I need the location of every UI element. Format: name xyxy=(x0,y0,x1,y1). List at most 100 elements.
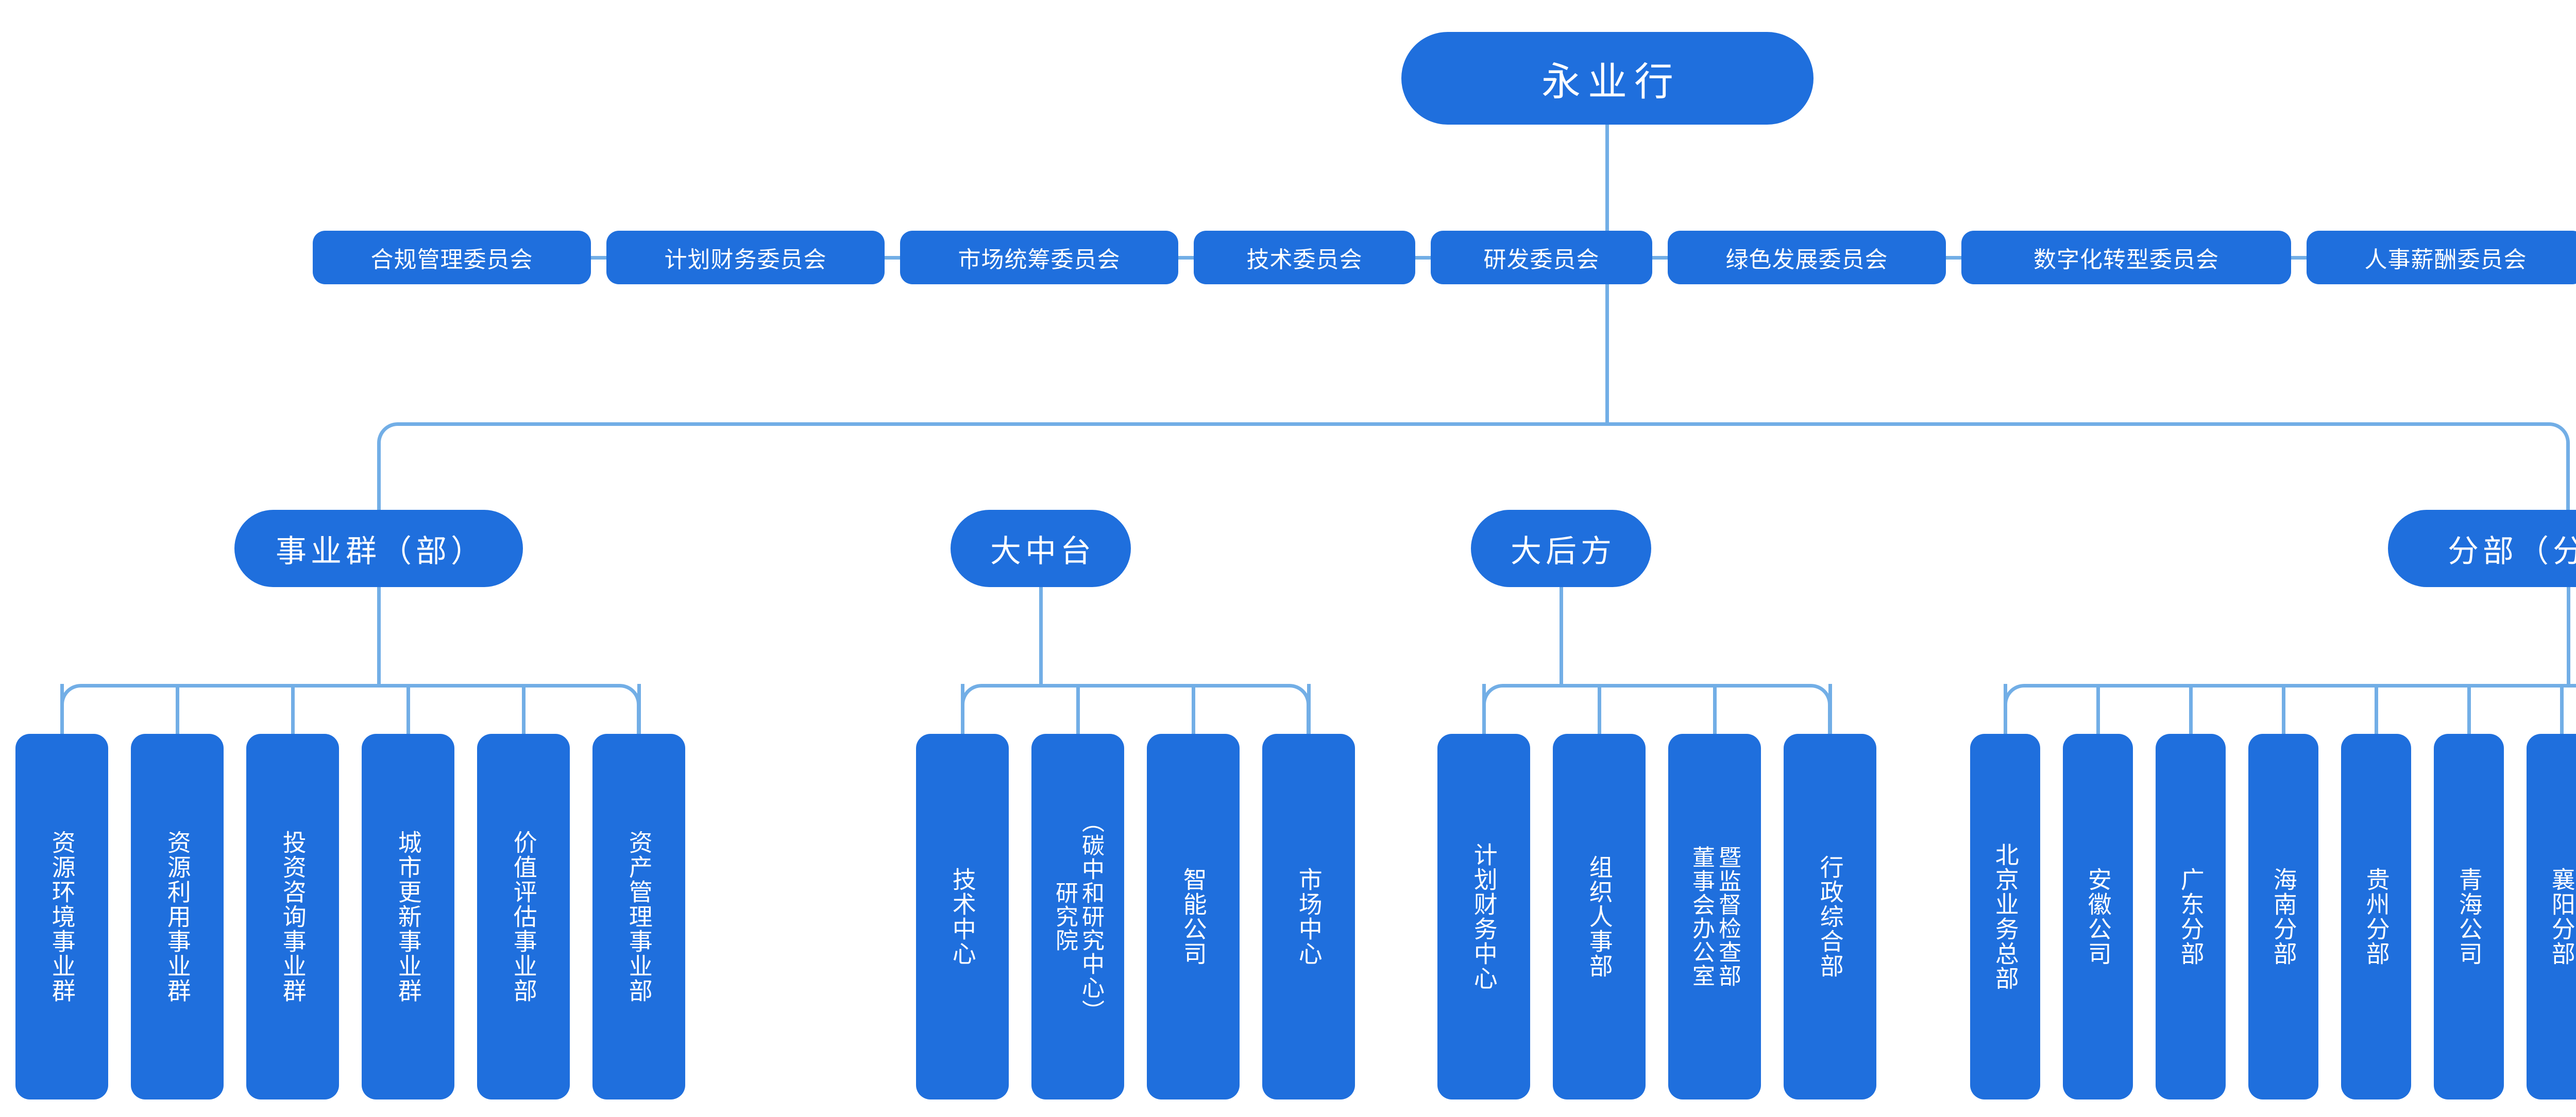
committee-node-6[interactable]: 绿色发展委员会 xyxy=(1668,231,1946,284)
connector-committee-link-7 xyxy=(2291,256,2307,260)
division-header-4[interactable]: 分部（分公司） xyxy=(2388,510,2576,587)
division-header-label: 大中台 xyxy=(990,534,1095,569)
leaf-label: 资源利用事业群 xyxy=(164,830,191,1003)
leaf-label: 贵州分部 xyxy=(2363,867,2390,966)
division-header-1[interactable]: 事业群（部） xyxy=(234,510,523,587)
leaf-label: 智能公司 xyxy=(1180,867,1207,966)
connector-committee-link-3 xyxy=(1178,256,1194,260)
connector-children-bus-4 xyxy=(2004,684,2576,735)
committee-label: 数字化转型委员会 xyxy=(2033,247,2219,272)
leaf-node-d4-1[interactable]: 北京业务总部 xyxy=(1970,734,2040,1099)
connector-committee-to-divisions xyxy=(1605,284,1609,422)
leaf-node-d4-3[interactable]: 广东分部 xyxy=(2156,734,2226,1099)
leaf-node-d2-3[interactable]: 智能公司 xyxy=(1147,734,1240,1099)
connector-leaf-stub-d4-6 xyxy=(2467,684,2471,734)
leaf-label: 市场中心 xyxy=(1295,867,1323,966)
committee-label: 市场统筹委员会 xyxy=(958,247,1121,272)
leaf-node-d3-1[interactable]: 计划财务中心 xyxy=(1437,734,1530,1099)
division-header-label: 事业群（部） xyxy=(276,534,486,569)
connector-children-bus-1 xyxy=(60,684,640,735)
committee-label: 人事薪酬委员会 xyxy=(2364,247,2527,272)
connector-leaf-stub-d4-5 xyxy=(2375,684,2378,734)
leaf-node-d2-1[interactable]: 技术中心 xyxy=(916,734,1009,1099)
leaf-label-col-a: 研究院 xyxy=(1052,881,1077,952)
leaf-label: 安徽公司 xyxy=(2084,867,2112,966)
connector-leaf-stub-d4-1 xyxy=(2004,684,2007,734)
leaf-node-d4-6[interactable]: 青海公司 xyxy=(2434,734,2504,1099)
connector-division-2-drop xyxy=(1039,587,1043,684)
leaf-label: 青海公司 xyxy=(2455,867,2483,966)
leaf-label: 计划财务中心 xyxy=(1470,843,1498,991)
leaf-node-d4-4[interactable]: 海南分部 xyxy=(2248,734,2318,1099)
leaf-label-col-b: 暨监督检查部 xyxy=(1715,846,1741,988)
leaf-node-d2-2[interactable]: （碳中和研究中心）研究院 xyxy=(1031,734,1124,1099)
connector-leaf-stub-d3-2 xyxy=(1598,684,1601,734)
leaf-node-d1-1[interactable]: 资源环境事业群 xyxy=(15,734,108,1099)
leaf-label: 价值评估事业部 xyxy=(510,830,537,1003)
connector-committee-link-2 xyxy=(885,256,900,260)
committee-label: 研发委员会 xyxy=(1483,247,1600,272)
connector-leaf-stub-d1-4 xyxy=(406,684,410,734)
leaf-label-multicolumn: （碳中和研究中心）研究院 xyxy=(1052,810,1104,1023)
leaf-label: 海南分部 xyxy=(2270,867,2297,966)
connector-leaf-stub-d2-4 xyxy=(1307,684,1311,734)
committee-label: 计划财务委员会 xyxy=(664,247,827,272)
leaf-node-d4-5[interactable]: 贵州分部 xyxy=(2341,734,2411,1099)
leaf-label: 技术中心 xyxy=(949,867,976,966)
committee-node-4[interactable]: 技术委员会 xyxy=(1194,231,1415,284)
leaf-node-d4-7[interactable]: 襄阳分部 xyxy=(2527,734,2576,1099)
committee-label: 合规管理委员会 xyxy=(370,247,533,272)
leaf-node-d1-2[interactable]: 资源利用事业群 xyxy=(131,734,224,1099)
connector-leaf-stub-d4-3 xyxy=(2189,684,2193,734)
leaf-node-d1-3[interactable]: 投资咨询事业群 xyxy=(246,734,339,1099)
connector-children-bus-2 xyxy=(961,684,1310,735)
committee-node-1[interactable]: 合规管理委员会 xyxy=(313,231,591,284)
leaf-node-d1-5[interactable]: 价值评估事业部 xyxy=(477,734,570,1099)
leaf-node-d1-6[interactable]: 资产管理事业部 xyxy=(592,734,685,1099)
leaf-label-col-b: （碳中和研究中心） xyxy=(1078,810,1104,1023)
leaf-node-d3-2[interactable]: 组织人事部 xyxy=(1553,734,1646,1099)
connector-division-bus xyxy=(377,422,2570,511)
connector-leaf-stub-d1-1 xyxy=(60,684,64,734)
leaf-node-d2-4[interactable]: 市场中心 xyxy=(1262,734,1355,1099)
connector-division-4-drop xyxy=(2567,587,2570,684)
connector-leaf-stub-d2-2 xyxy=(1076,684,1080,734)
committee-node-8[interactable]: 人事薪酬委员会 xyxy=(2307,231,2576,284)
leaf-label: 投资咨询事业群 xyxy=(279,830,307,1003)
leaf-label: 组织人事部 xyxy=(1586,855,1613,978)
connector-division-1-drop xyxy=(377,587,381,684)
connector-committee-link-1 xyxy=(591,256,606,260)
connector-division-3-drop xyxy=(1560,587,1563,684)
leaf-label: 北京业务总部 xyxy=(1992,843,2019,991)
connector-children-bus-3 xyxy=(1482,684,1832,735)
committee-node-2[interactable]: 计划财务委员会 xyxy=(606,231,885,284)
committee-node-7[interactable]: 数字化转型委员会 xyxy=(1961,231,2291,284)
committee-node-5[interactable]: 研发委员会 xyxy=(1431,231,1652,284)
root-node-yongyehang[interactable]: 永业行 xyxy=(1401,32,1814,125)
leaf-node-d3-4[interactable]: 行政综合部 xyxy=(1784,734,1876,1099)
leaf-label: 襄阳分部 xyxy=(2548,867,2575,966)
connector-leaf-stub-d1-6 xyxy=(637,684,641,734)
leaf-label: 资产管理事业部 xyxy=(625,830,653,1003)
connector-leaf-stub-d3-1 xyxy=(1482,684,1486,734)
leaf-label: 行政综合部 xyxy=(1817,855,1844,978)
connector-leaf-stub-d1-5 xyxy=(522,684,526,734)
leaf-label: 资源环境事业群 xyxy=(48,830,76,1003)
leaf-node-d3-3[interactable]: 暨监督检查部董事会办公室 xyxy=(1668,734,1761,1099)
connector-committee-link-4 xyxy=(1415,256,1431,260)
division-header-3[interactable]: 大后方 xyxy=(1471,510,1651,587)
connector-leaf-stub-d3-3 xyxy=(1713,684,1717,734)
division-header-label: 分部（分公司） xyxy=(2448,534,2576,569)
leaf-label-col-a: 董事会办公室 xyxy=(1689,846,1714,988)
committee-node-3[interactable]: 市场统筹委员会 xyxy=(900,231,1178,284)
connector-leaf-stub-d4-2 xyxy=(2096,684,2100,734)
division-header-2[interactable]: 大中台 xyxy=(951,510,1131,587)
leaf-label: 广东分部 xyxy=(2177,867,2205,966)
leaf-node-d1-4[interactable]: 城市更新事业群 xyxy=(362,734,454,1099)
leaf-node-d4-2[interactable]: 安徽公司 xyxy=(2063,734,2133,1099)
connector-leaf-stub-d2-1 xyxy=(961,684,964,734)
connector-root-to-committee xyxy=(1605,125,1609,231)
connector-leaf-stub-d4-4 xyxy=(2282,684,2285,734)
connector-committee-link-5 xyxy=(1652,256,1668,260)
